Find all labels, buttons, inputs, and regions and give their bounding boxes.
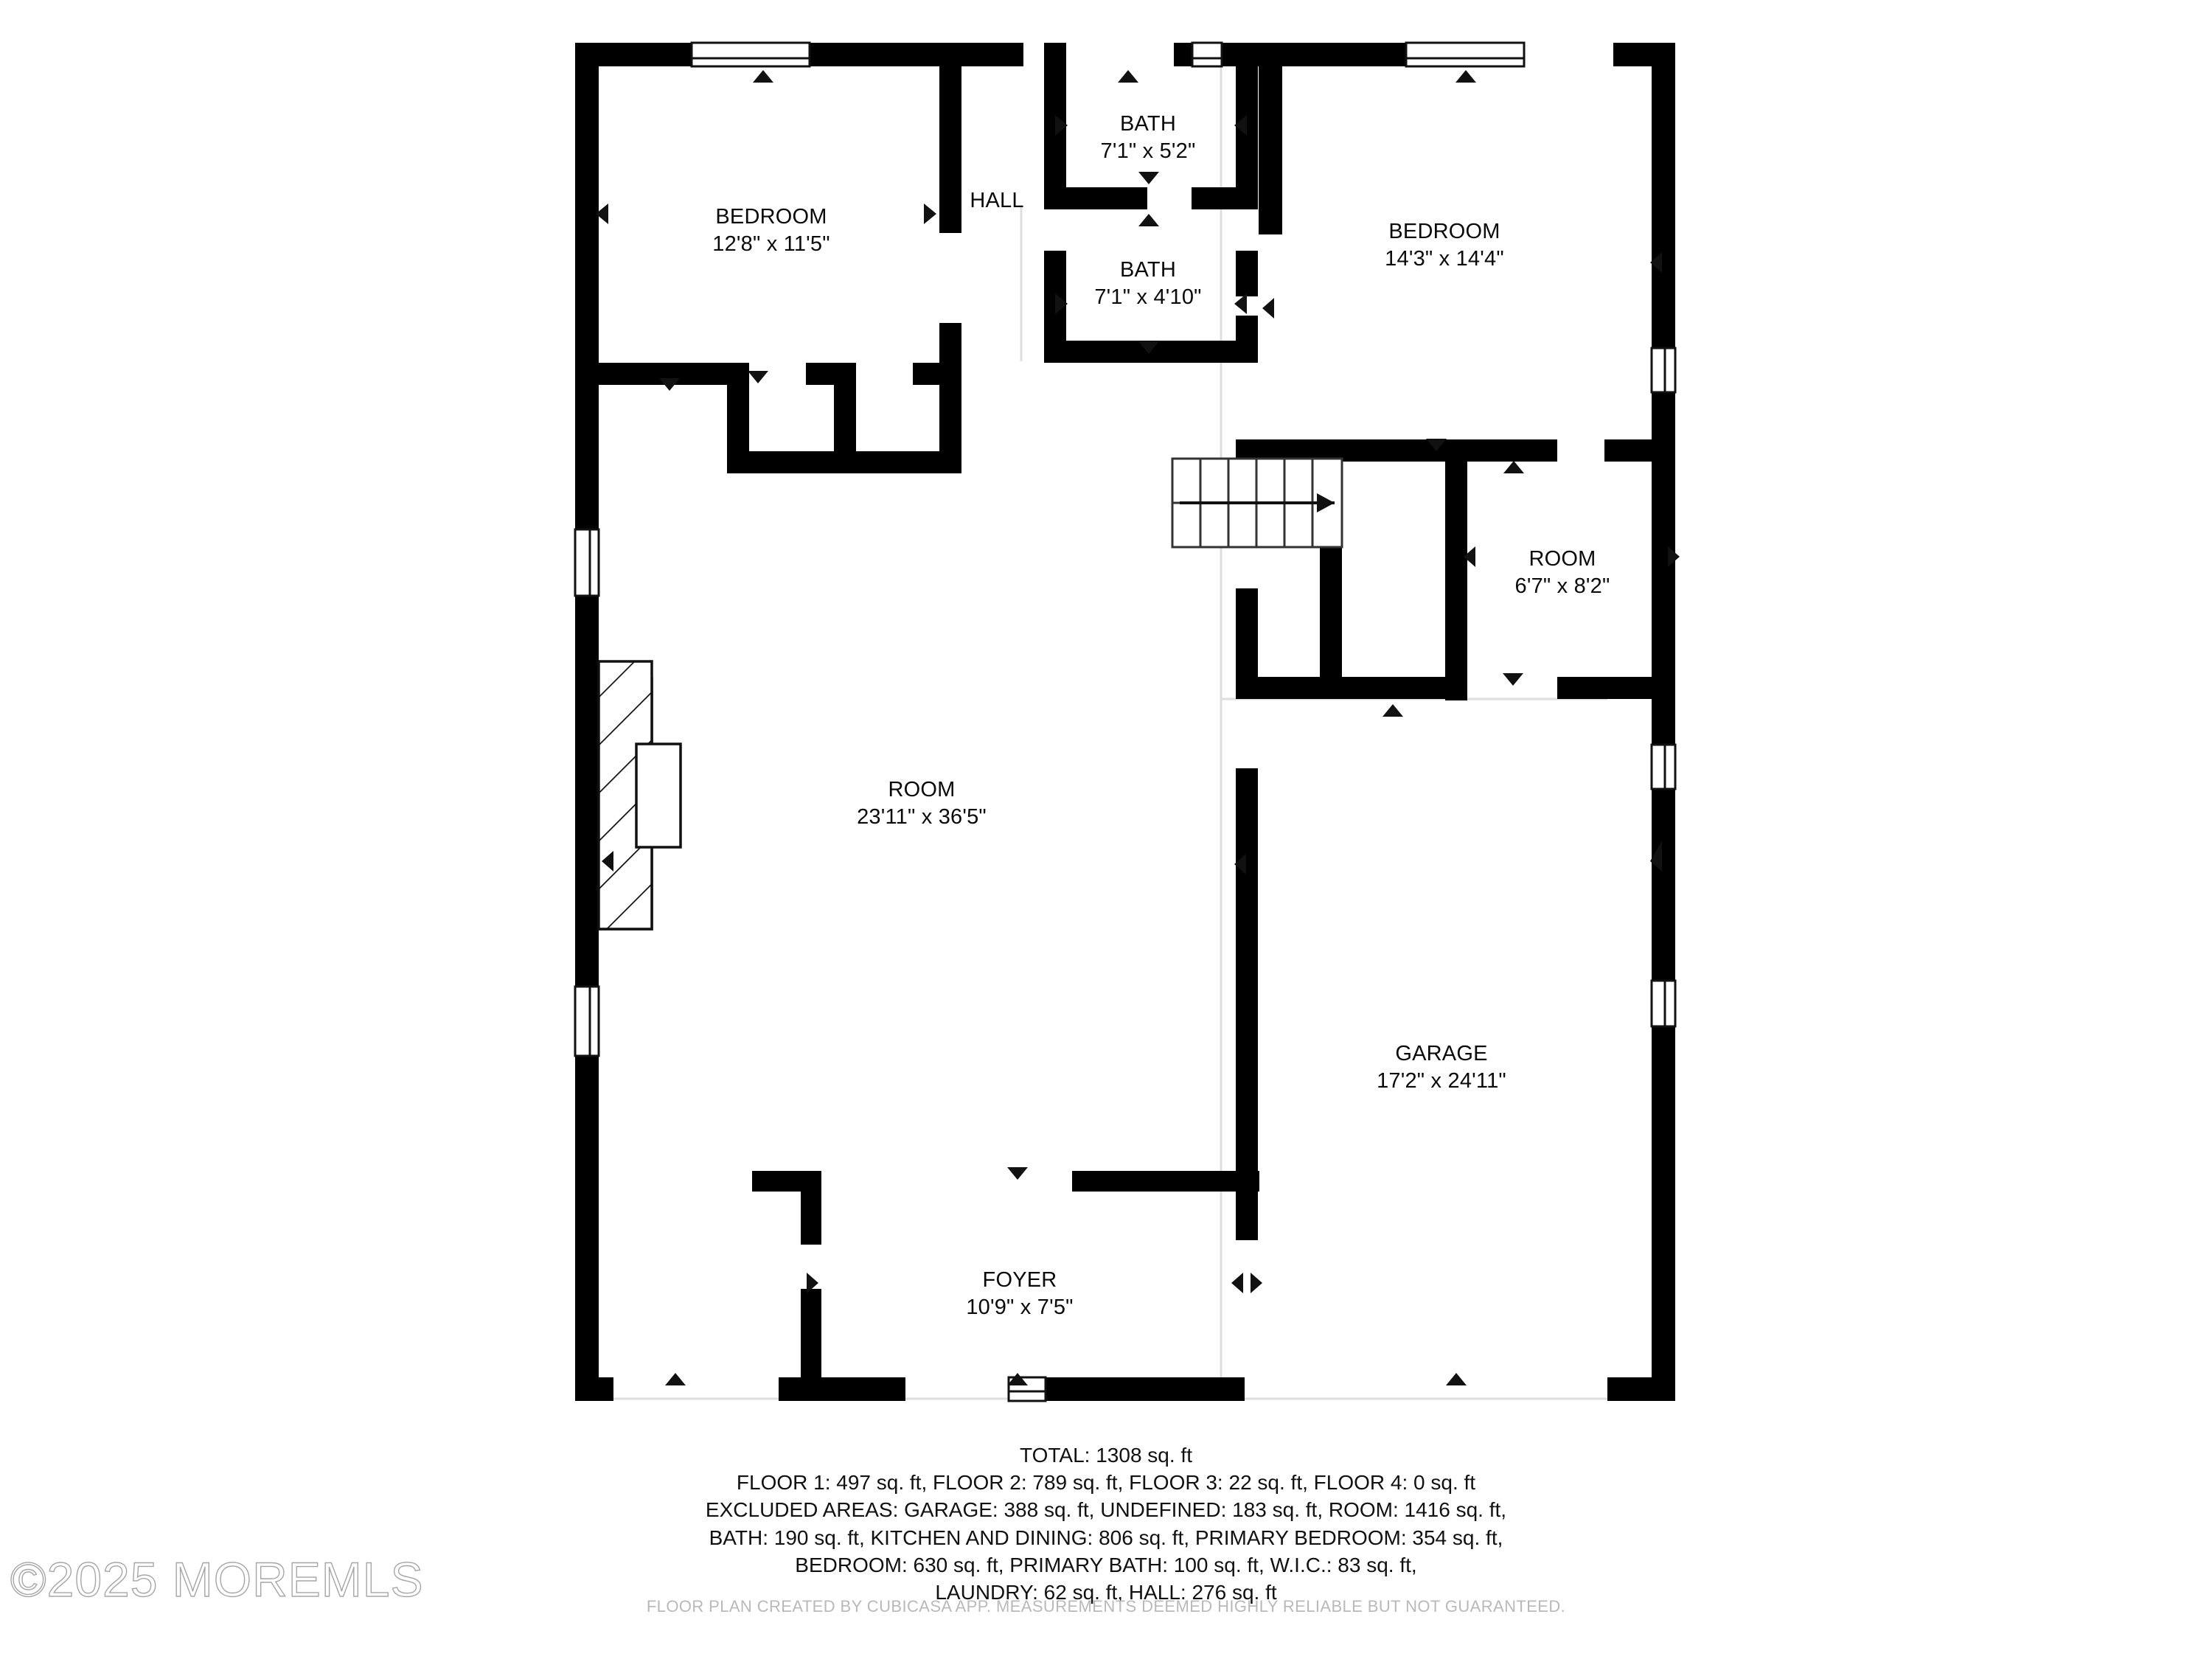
room-name: HALL (970, 189, 1024, 212)
room-name: BATH (1120, 112, 1176, 136)
interior-walls (575, 43, 1675, 1377)
window-top-left (690, 41, 811, 68)
window-right-lower (1650, 979, 1677, 1028)
disclaimer-text: FLOOR PLAN CREATED BY CUBICASA APP. MEAS… (646, 1597, 1566, 1615)
area-summary-block: TOTAL: 1308 sq. ft FLOOR 1: 497 sq. ft, … (0, 1441, 2212, 1606)
room-label-bedroom-left: BEDROOM 12'8" x 11'5" (712, 205, 830, 257)
room-label-bedroom-right: BEDROOM 14'3" x 14'4" (1385, 220, 1504, 271)
total-area-line: TOTAL: 1308 sq. ft (1020, 1444, 1192, 1467)
room-label-bath-lower: BATH 7'1" x 4'10" (1094, 258, 1201, 310)
window-left-lower (574, 985, 600, 1057)
floor-plan-drawing (574, 41, 1680, 1402)
room-name: BATH (1119, 258, 1176, 282)
excluded-areas-line-4: LAUNDRY: 62 sq. ft, HALL: 276 sq. ft (935, 1581, 1277, 1604)
excluded-areas-line-3: BEDROOM: 630 sq. ft, PRIMARY BATH: 100 s… (795, 1553, 1417, 1576)
room-name: BEDROOM (715, 205, 827, 229)
staircase (1171, 457, 1343, 549)
room-name: ROOM (1528, 547, 1596, 571)
room-dimensions: 10'9" x 7'5" (966, 1295, 1074, 1320)
excluded-areas-line-2: BATH: 190 sq. ft, KITCHEN AND DINING: 80… (709, 1526, 1503, 1549)
window-left-upper (574, 528, 600, 597)
excluded-areas-line-1: EXCLUDED AREAS: GARAGE: 388 sq. ft, UNDE… (705, 1498, 1507, 1522)
room-dimensions: 7'1" x 4'10" (1094, 285, 1202, 310)
door-markers (596, 70, 1680, 1385)
room-label-room-main: ROOM 23'11" x 36'5" (857, 778, 987, 830)
window-right-middle (1650, 743, 1677, 790)
room-dimensions: 14'3" x 14'4" (1385, 247, 1504, 271)
room-dimensions: 12'8" x 11'5" (712, 232, 830, 257)
room-dimensions: 6'7" x 8'2" (1514, 574, 1610, 599)
room-label-garage: GARAGE 17'2" x 24'11" (1377, 1042, 1506, 1093)
room-label-foyer: FOYER 10'9" x 7'5" (966, 1268, 1073, 1320)
room-name: FOYER (982, 1268, 1057, 1292)
room-name: BEDROOM (1388, 220, 1500, 243)
floor-areas-line: FLOOR 1: 497 sq. ft, FLOOR 2: 789 sq. ft… (736, 1471, 1476, 1495)
window-top-right (1405, 41, 1526, 68)
room-name: GARAGE (1395, 1042, 1488, 1065)
room-dimensions: 17'2" x 24'11" (1377, 1069, 1506, 1093)
room-label-bath-upper: BATH 7'1" x 5'2" (1101, 112, 1196, 164)
window-top-middle (1191, 41, 1223, 68)
room-dimensions: 23'11" x 36'5" (857, 805, 987, 830)
room-label-room-small: ROOM 6'7" x 8'2" (1515, 547, 1610, 599)
room-name: ROOM (888, 778, 956, 801)
window-right-upper (1650, 347, 1677, 394)
fireplace (597, 660, 682, 931)
room-label-hall: HALL (970, 189, 1023, 213)
room-dimensions: 7'1" x 5'2" (1100, 139, 1196, 164)
